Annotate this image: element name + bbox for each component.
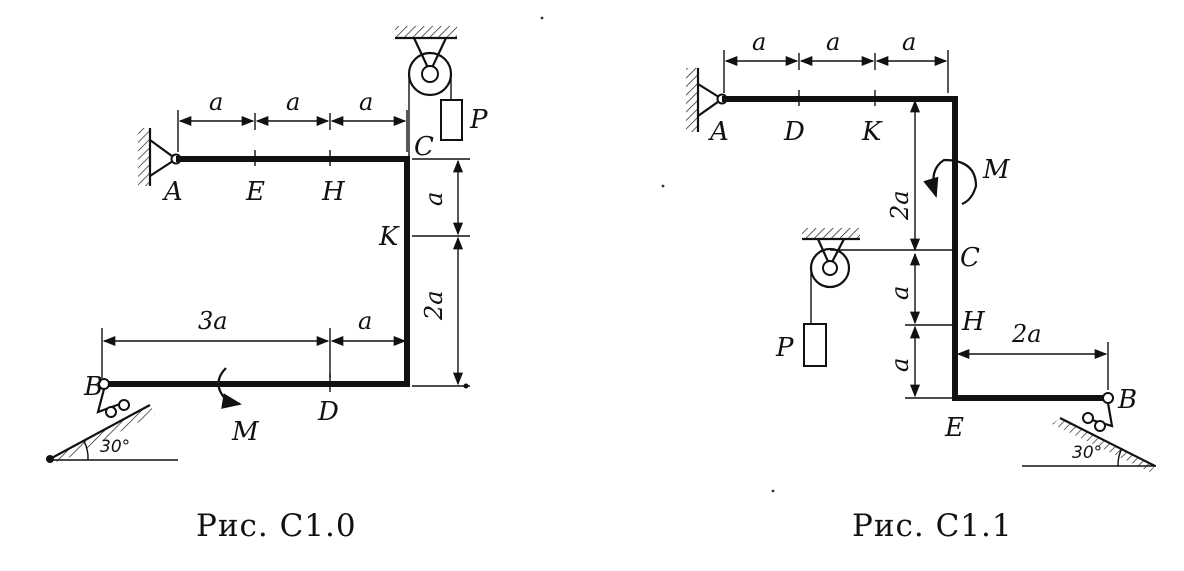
point-k-label: K	[861, 117, 883, 147]
dimension-bottom: 3a a	[101, 307, 407, 378]
dim-a-vertical: a	[420, 192, 448, 206]
dim-a-2: a	[286, 88, 300, 116]
dim-a-2: a	[826, 28, 840, 56]
load-p-label: P	[469, 105, 488, 135]
point-b-label: B	[1117, 385, 1137, 415]
pulley-top: P	[395, 26, 488, 159]
dimension-top: a a a	[177, 88, 408, 152]
dimension-bottom: 2a	[956, 320, 1109, 390]
dim-2a-horizontal: 2a	[1011, 320, 1042, 348]
point-a-label: A	[162, 177, 183, 207]
moment-m-label: M	[982, 155, 1011, 185]
moment-m-label: M	[231, 417, 260, 447]
dim-a-3: a	[359, 88, 373, 116]
angle-30-label: 30°	[1072, 443, 1102, 463]
dim-a-vertical-1: a	[886, 286, 914, 300]
dim-a-vertical-2: a	[886, 358, 914, 372]
figure-c1-0: a a a P a 2a	[46, 26, 488, 544]
dimension-left: 2a a a	[886, 99, 952, 399]
dimension-right: a 2a	[412, 158, 470, 389]
point-d-label: D	[783, 117, 805, 147]
point-h-label: H	[321, 177, 346, 207]
moment-m: M	[217, 367, 260, 447]
figure-caption: Рис. С1.1	[852, 508, 1013, 544]
point-h-label: H	[961, 307, 986, 337]
angle-30-label: 30°	[100, 437, 130, 457]
point-c-label: C	[414, 132, 434, 162]
figure-caption: Рис. С1.0	[196, 508, 357, 544]
point-c-label: C	[960, 243, 980, 273]
roller-support-b: 30°	[46, 378, 178, 463]
dim-3a: 3a	[198, 307, 228, 335]
dimension-top: a a a	[723, 28, 949, 93]
roller-support-b: 30°	[1022, 392, 1156, 472]
load-p-label: P	[775, 333, 794, 363]
dim-2a-vertical: 2a	[420, 290, 448, 321]
pulley-c: P	[775, 228, 952, 367]
point-e-label: E	[245, 177, 265, 207]
dim-a-1: a	[209, 88, 223, 116]
dim-a-3: a	[902, 28, 916, 56]
point-b-label: B	[83, 372, 103, 402]
moment-m: M	[923, 155, 1011, 206]
dim-2a-vertical: 2a	[886, 190, 914, 221]
dim-a-1: a	[752, 28, 766, 56]
point-e-label: E	[944, 413, 964, 443]
dim-a-bottom: a	[358, 307, 372, 335]
figure-c1-1: a a a 2a a a M	[686, 28, 1156, 544]
point-k-label: K	[378, 222, 400, 252]
point-a-label: A	[708, 117, 729, 147]
point-d-label: D	[317, 397, 339, 427]
